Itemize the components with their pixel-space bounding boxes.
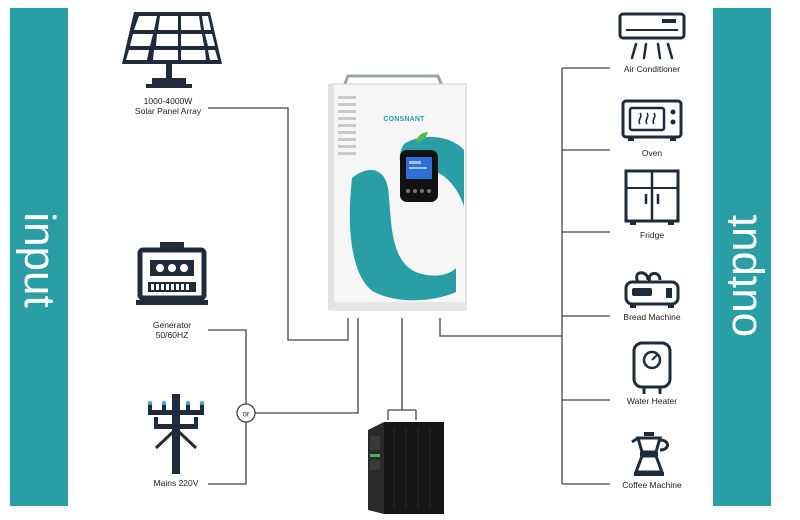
water-heater-icon: [632, 341, 672, 394]
battery-icon: [368, 422, 444, 514]
air-conditioner-icon: [618, 12, 686, 60]
solar-label: 1000-4000W Solar Panel Array: [134, 96, 202, 117]
mains-label: Mains 220V: [153, 478, 199, 488]
output-label-air-conditioner: Air Conditioner: [623, 64, 681, 74]
inverter-brand: CONSNANT: [383, 116, 425, 123]
or-label: or: [242, 410, 249, 419]
generator-label: Generator 50/60HZ: [152, 320, 192, 341]
input-band: input: [10, 8, 68, 506]
output-label-coffee-machine: Coffee Machine: [622, 480, 682, 490]
output-label-fridge: Fridge: [639, 230, 665, 240]
oven-icon: [621, 99, 683, 141]
mains-wire: [208, 422, 247, 485]
grid-wire: [255, 318, 359, 414]
coffee-machine-icon: [631, 432, 669, 476]
or-junction: [236, 403, 256, 423]
solar-wire: [208, 107, 349, 341]
output-band: output: [713, 8, 771, 506]
generator-wire: [208, 329, 247, 405]
generator-icon: [136, 242, 208, 305]
output-label-oven: Oven: [641, 148, 663, 158]
output-label-bread-machine: Bread Machine: [623, 312, 681, 322]
fridge-icon: [624, 169, 680, 225]
solar-panel-icon: [122, 12, 222, 88]
inverter-device: [328, 74, 467, 311]
output-label-water-heater: Water Heater: [626, 396, 678, 406]
utility-pole-icon: [147, 394, 205, 474]
output-wire: [439, 318, 562, 337]
bread-machine-icon: [624, 271, 680, 308]
